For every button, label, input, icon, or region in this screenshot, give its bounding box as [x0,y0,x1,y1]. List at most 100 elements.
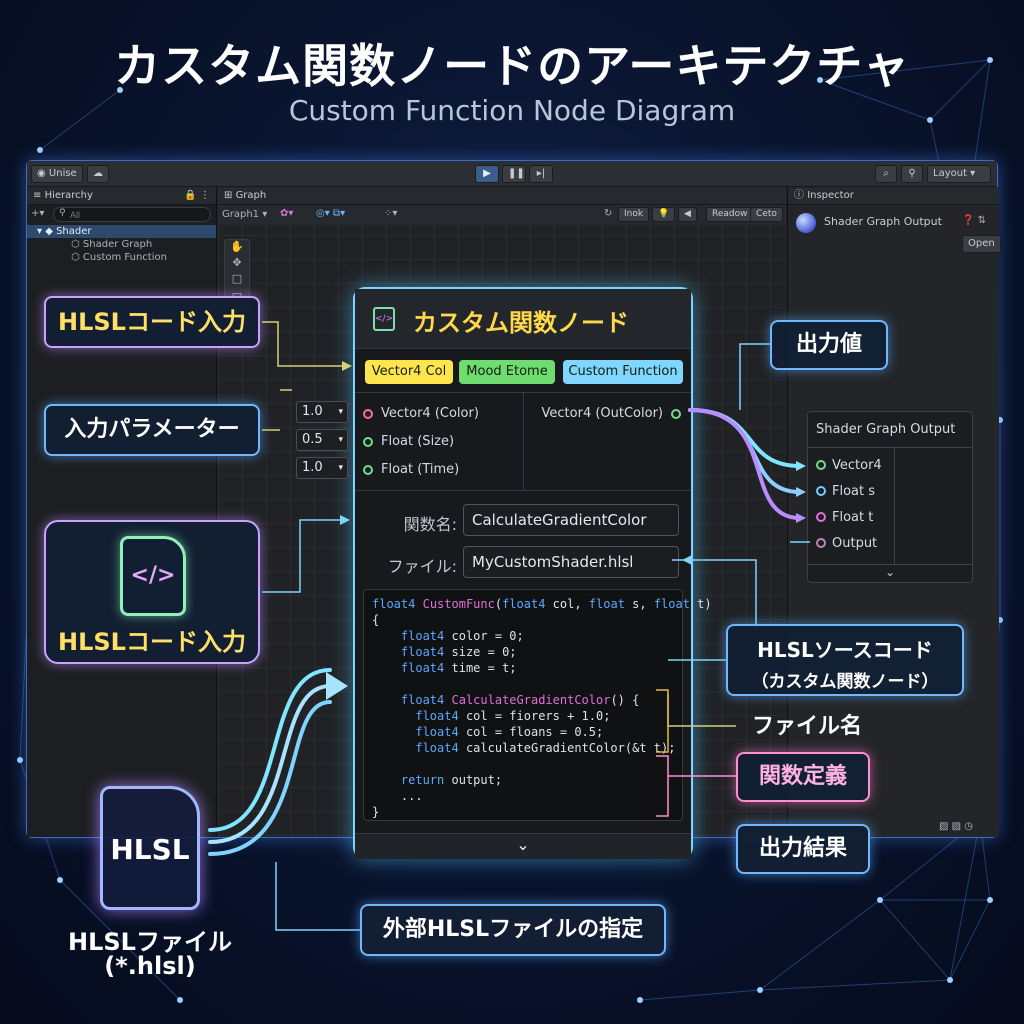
speaker-icon[interactable]: ◀ [678,207,697,222]
network-line [819,59,991,81]
network-line [929,59,991,121]
refresh-icon[interactable]: ↻ [604,208,613,219]
page-title: カスタム関数ノードのアーキテクチャ [114,39,910,93]
callout-hlsl-code-card: </> HLSLコード入力 [44,520,260,664]
file-label: ファイル: [387,557,457,576]
inspector-asset-name: Shader Graph Output [824,215,942,228]
frame-tool-icon[interactable]: ▭ [231,288,243,301]
function-name-field[interactable]: CalculateGradientColor [463,504,679,536]
hierarchy-item-custom-function[interactable]: ⬡ Custom Function [71,252,167,263]
network-line [759,899,881,991]
hand-tool-icon[interactable]: ✋ [230,240,244,253]
hierarchy-item-root[interactable]: ▾ ◆ Shader [27,225,216,238]
code-line: return output; [400,773,503,787]
network-line [819,79,931,121]
file-field[interactable]: MyCustomShader.hlsl [463,546,679,578]
network-node [757,987,763,993]
layout-dropdown[interactable]: Layout ▾ [927,165,991,183]
input-value-size[interactable]: 0.5▾ [296,429,348,451]
step-icon[interactable]: ▸| [529,165,553,183]
shader-output-title: Shader Graph Output [808,412,972,448]
callout-external-hlsl-file: 外部HLSLファイルの指定 [360,904,666,956]
node-chip-vector4[interactable]: Vector4 Col [365,360,453,384]
lock-icon[interactable]: 🔒 ⋮ [184,190,210,201]
code-line [372,756,712,772]
code-line: float4 col = floans = 0.5; [415,725,604,739]
cloud-icon[interactable]: ☁ [87,165,109,183]
target-icon[interactable]: ◎▾ ⧉▾ [316,208,346,219]
play-icon[interactable]: ▶ [475,165,499,183]
code-line [372,676,712,692]
network-node [177,997,183,1003]
inspector-tab[interactable]: ⓘ Inspector [788,187,999,205]
network-node [947,977,953,983]
light-icon[interactable]: 💡 [652,207,676,222]
graph-select-dropdown[interactable]: Graph1 ▾ [222,209,268,220]
hierarchy-panel: ≡ Hierarchy🔒 ⋮ +▾ ⚲ ▾ ◆ Shader ⬡ Shader … [27,187,217,837]
rect-tool-icon[interactable]: □ [231,272,243,285]
network-node [57,877,63,883]
node-expand-chevron[interactable]: ⌄ [355,833,691,859]
hlsl-code-editor[interactable]: float4 CustomFunc(float4 col, float s, f… [363,589,712,821]
open-button[interactable]: Open [962,235,1001,253]
hierarchy-tab[interactable]: ≡ Hierarchy🔒 ⋮ [27,187,216,205]
node-chip-custom-function[interactable]: Custom Function [563,360,683,384]
app-menu-button[interactable]: ◉ Unise [31,165,83,183]
help-icon[interactable]: ❓ ⇅ [962,215,987,226]
graph-tool-inok[interactable]: Inok [618,207,650,222]
code-line: float4 time = t; [400,661,517,675]
unity-logo-icon: ◉ [37,168,49,179]
network-line [949,899,991,981]
node-chip-mood[interactable]: Mood Etome [459,360,555,384]
network-node [817,77,823,83]
code-line: } [372,805,380,819]
network-node [987,57,993,63]
graph-toolbar: Graph1 ▾ ✿▾ ◎▾ ⧉▾ ⁘▾ ↻ Inok 💡 ◀ Readow C… [218,205,786,225]
callout-func-def: 関数定義 [736,752,870,802]
hierarchy-item-shader-graph[interactable]: ⬡ Shader Graph [71,239,153,250]
callout-hlsl-code-input: HLSLコード入力 [44,296,260,348]
chevron-down-icon: ▾ [338,407,343,417]
add-button[interactable]: +▾ [31,208,45,219]
code-line: float4 col = fiorers + 1.0; [415,709,611,723]
network-node [877,897,883,903]
sphere-icon [796,213,816,233]
callout-hlsl-source: HLSLソースコード （カスタム関数ノード） [726,624,964,696]
graph-tool-readow[interactable]: Readow [706,207,754,222]
label-file-name: ファイル名 [752,714,863,739]
chevron-down-icon[interactable]: ⌄ [808,564,972,582]
callout-output-result: 出力結果 [736,824,870,874]
info-icon: ⓘ [794,190,808,201]
node-header: </> カスタム関数ノード [355,289,691,349]
palette-icon[interactable]: ✿▾ [280,208,294,219]
search-icon[interactable]: ⚲ [901,165,923,183]
code-line: ... [372,789,423,803]
editor-toolbar: ◉ Unise ☁ ▶ ❚❚ ▸| ⌕ ⚲ Layout ▾ [27,161,997,187]
graph-tab[interactable]: ⊞ Graph [218,187,786,205]
custom-function-node[interactable]: </> カスタム関数ノード Vector4 Col Mood Etome Cus… [353,287,712,859]
hierarchy-search-input[interactable] [53,207,211,222]
grid-icon[interactable]: ⁘▾ [384,208,398,219]
history-icon[interactable]: ⌕ [875,165,897,183]
chevron-down-icon: ▾ [338,435,343,445]
callout-output-value: 出力値 [770,320,888,370]
network-node [927,117,933,123]
network-node [117,87,123,93]
cube-icon: ⬡ [71,252,83,263]
network-node [17,757,23,763]
hlsl-file-icon: HLSL [100,786,200,910]
input-value-color[interactable]: 1.0▾ [296,401,348,423]
network-line [39,89,121,151]
graph-icon: ⊞ [224,190,236,201]
code-brackets-icon: </> [120,536,186,616]
search-icon: ⚲ [59,208,66,218]
hlsl-file-label: HLSLファイル [68,928,232,956]
hierarchy-toolbar: +▾ ⚲ [27,205,216,225]
move-tool-icon[interactable]: ✥ [232,256,242,269]
graph-tool-ceto[interactable]: Ceto [750,207,783,222]
code-file-icon: </> [373,307,395,331]
pause-icon[interactable]: ❚❚ [502,165,526,183]
code-line: float4 calculateGradientColor(&t t); [415,741,676,755]
input-value-time[interactable]: 1.0▾ [296,457,348,479]
shader-graph-output-node[interactable]: Shader Graph Output Vector4 Float s Floa… [807,411,973,583]
